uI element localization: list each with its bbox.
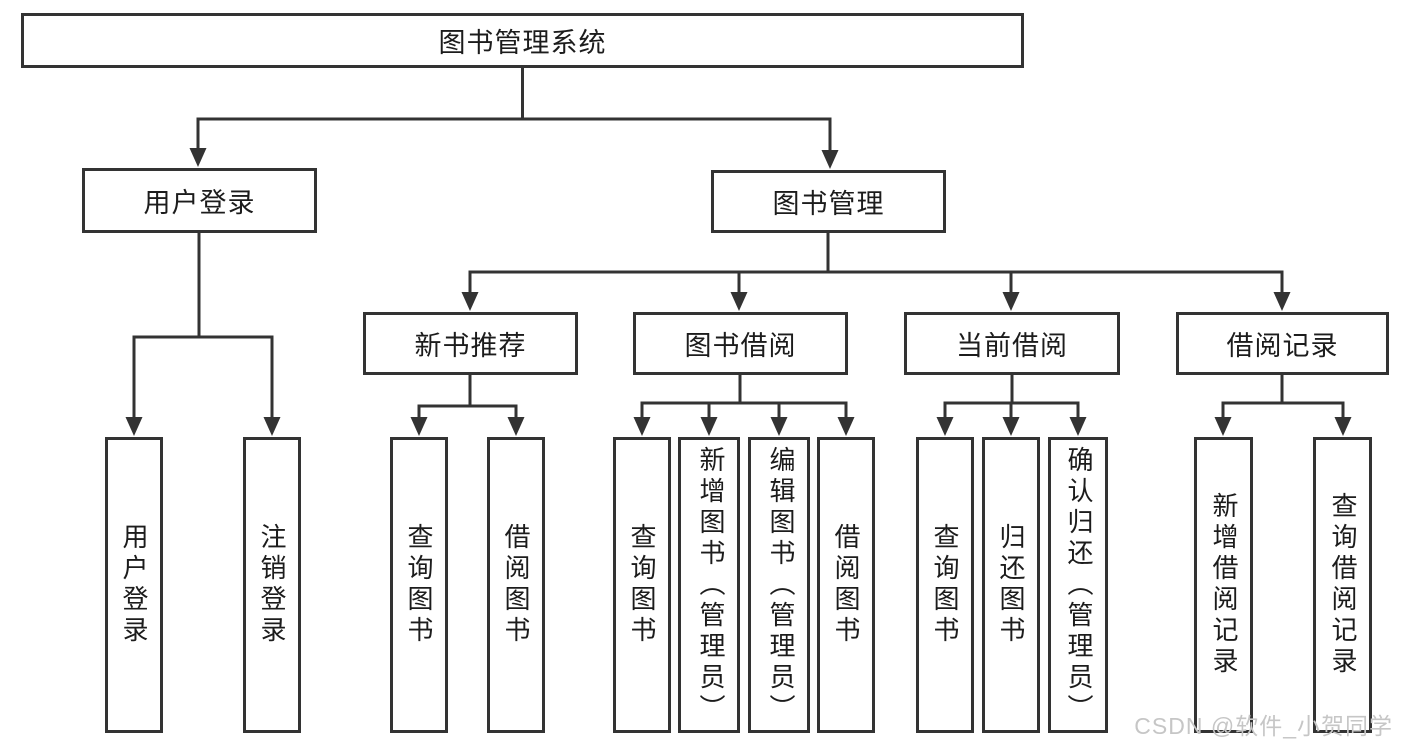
arrowhead — [700, 417, 718, 436]
csdn-watermark: CSDN @软件_小贺同学 — [1134, 713, 1393, 739]
leaf-current-search: 查询图书 — [916, 437, 974, 733]
node-user-login: 用户登录 — [82, 168, 317, 233]
arrowhead — [410, 417, 428, 436]
node-book-borrow: 图书借阅 — [633, 312, 848, 375]
leaf-borrow-borrow: 借阅图书 — [817, 437, 875, 733]
arrowhead — [1002, 417, 1020, 436]
node-borrow-record: 借阅记录 — [1176, 312, 1389, 375]
arrowhead — [507, 417, 525, 436]
arrowhead — [730, 292, 748, 311]
leaf-current-return: 归还图书 — [982, 437, 1040, 733]
leaf-borrow-add-admin: 新增图书（管理员） — [678, 437, 740, 733]
arrowhead — [633, 417, 651, 436]
leaf-newbook-borrow: 借阅图书 — [487, 437, 545, 733]
arrowhead — [189, 148, 207, 167]
leaf-current-confirm-admin: 确认归还（管理员） — [1048, 437, 1108, 733]
arrowhead — [821, 150, 839, 169]
leaf-borrow-search: 查询图书 — [613, 437, 671, 733]
arrowhead — [263, 417, 281, 436]
leaf-record-add: 新增借阅记录 — [1194, 437, 1253, 733]
arrowhead — [1069, 417, 1087, 436]
leaf-logout: 注销登录 — [243, 437, 301, 733]
leaf-record-search: 查询借阅记录 — [1313, 437, 1372, 733]
leaf-newbook-search: 查询图书 — [390, 437, 448, 733]
arrowhead — [936, 417, 954, 436]
arrowhead — [1214, 417, 1232, 436]
arrowhead — [1334, 417, 1352, 436]
arrowhead — [125, 417, 143, 436]
arrowhead — [837, 417, 855, 436]
node-root-system: 图书管理系统 — [21, 13, 1024, 68]
node-book-management: 图书管理 — [711, 170, 946, 233]
arrowhead — [461, 292, 479, 311]
leaf-borrow-edit-admin: 编辑图书（管理员） — [748, 437, 810, 733]
arrowhead — [770, 417, 788, 436]
leaf-user-login: 用户登录 — [105, 437, 163, 733]
arrowhead — [1273, 292, 1291, 311]
node-current-borrow: 当前借阅 — [904, 312, 1120, 375]
node-new-book-recommend: 新书推荐 — [363, 312, 578, 375]
arrowhead — [1002, 292, 1020, 311]
